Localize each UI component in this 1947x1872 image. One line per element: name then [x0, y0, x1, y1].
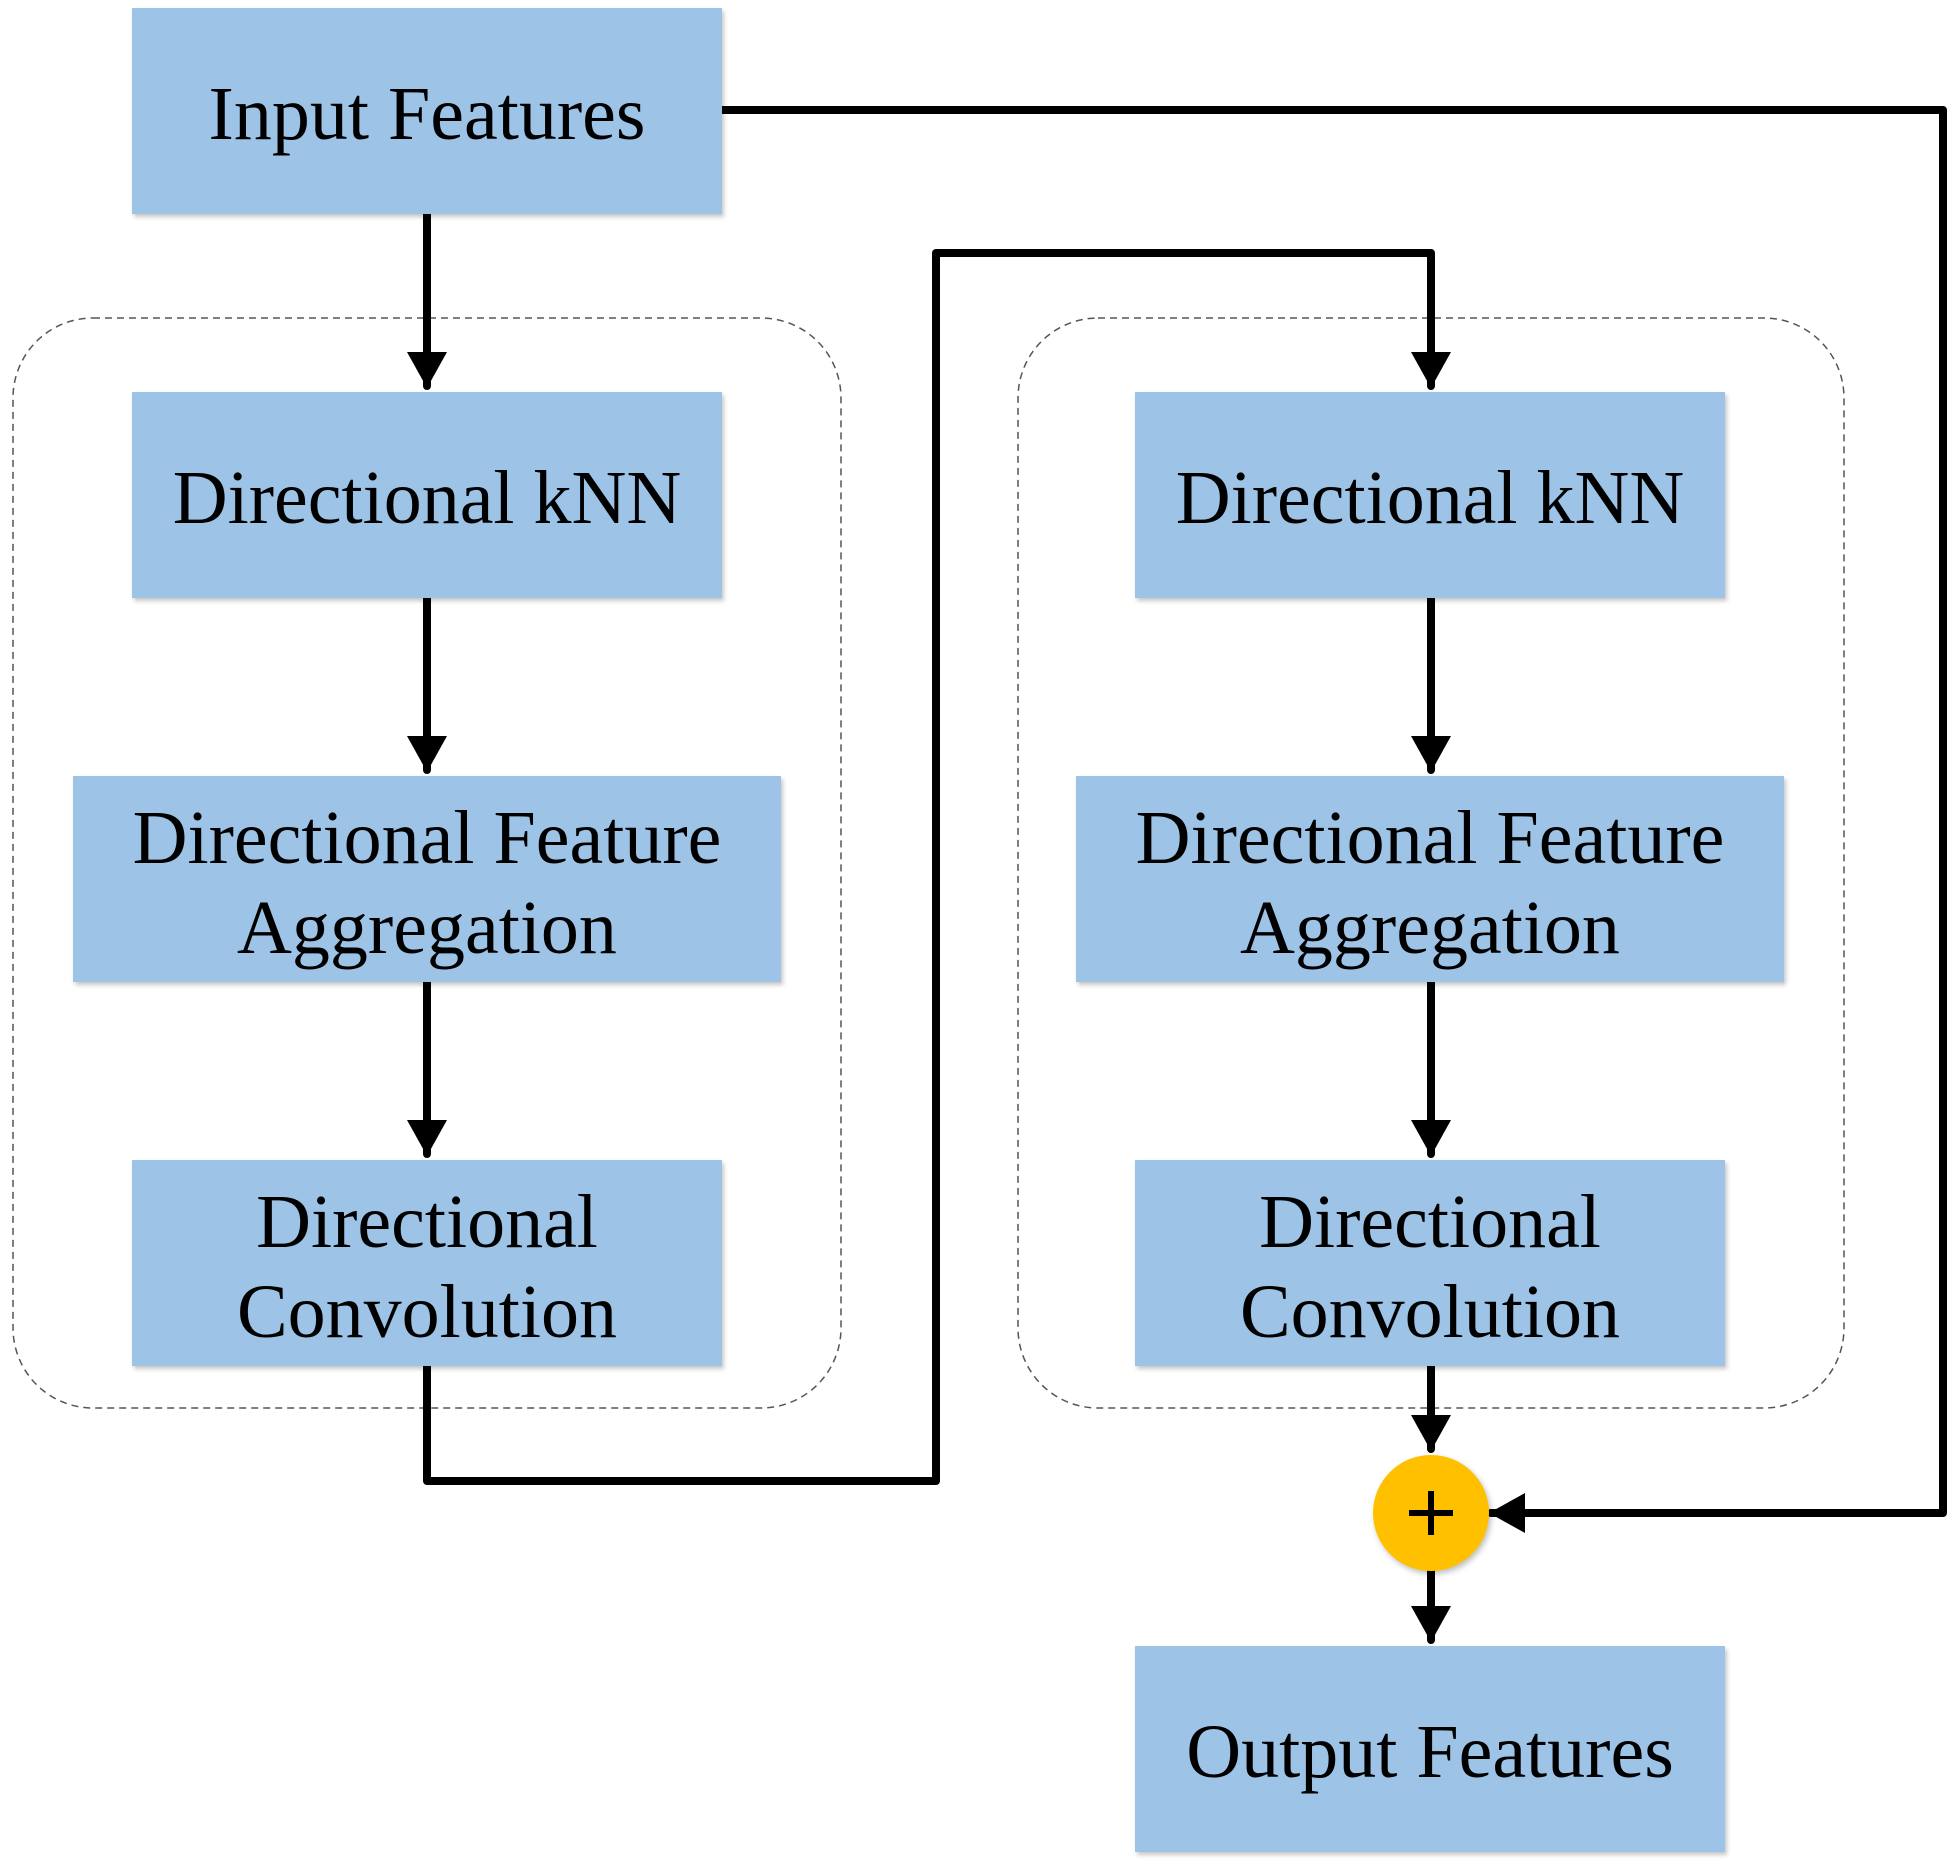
input-features-label: Input Features — [209, 72, 646, 156]
left-directional-knn-box: Directional kNN — [132, 392, 722, 598]
right-conv-label-line1: Directional — [1259, 1180, 1601, 1264]
edge-input-skip-to-sum — [718, 106, 1947, 1533]
right-directional-knn-label: Directional kNN — [1176, 456, 1685, 540]
input-features-box: Input Features — [132, 8, 722, 214]
right-dfa-label-line1: Directional Feature — [1136, 796, 1725, 880]
right-conv-label-line2: Convolution — [1240, 1270, 1620, 1354]
left-directional-convolution-box: Directional Convolution — [132, 1160, 722, 1366]
right-directional-convolution-box: Directional Convolution — [1135, 1160, 1725, 1366]
output-features-label: Output Features — [1186, 1710, 1674, 1794]
left-conv-label-line2: Convolution — [237, 1270, 617, 1354]
right-dfa-label-line2: Aggregation — [1240, 886, 1620, 970]
edges — [407, 106, 1947, 1644]
plus-icon — [1409, 1491, 1453, 1535]
left-directional-knn-label: Directional kNN — [173, 456, 682, 540]
left-dfa-label-line1: Directional Feature — [133, 796, 722, 880]
right-directional-feature-aggregation-box: Directional Feature Aggregation — [1076, 776, 1784, 982]
output-features-box: Output Features — [1135, 1646, 1725, 1852]
sum-node: + — [1373, 1455, 1489, 1571]
left-conv-label-line1: Directional — [256, 1180, 598, 1264]
edge-left-conv-to-right-knn — [423, 249, 1451, 1485]
left-dfa-label-line2: Aggregation — [237, 886, 617, 970]
right-directional-knn-box: Directional kNN — [1135, 392, 1725, 598]
left-directional-feature-aggregation-box: Directional Feature Aggregation — [73, 776, 781, 982]
